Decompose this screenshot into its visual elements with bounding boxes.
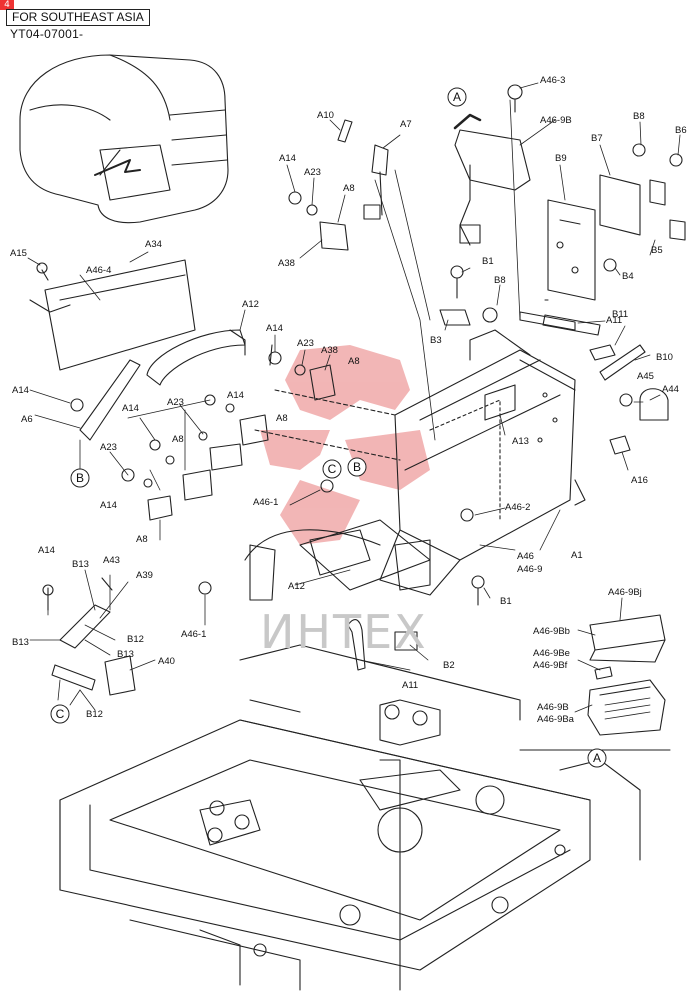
callout-a-top: A: [453, 90, 461, 104]
label-b10: B10: [656, 352, 673, 363]
upper-switch-parts: [288, 119, 389, 251]
label-a23-r2: A23: [167, 397, 184, 408]
label-a8-r2: A8: [276, 413, 288, 424]
label-b3: B3: [430, 335, 442, 346]
leader-lines: [27, 82, 681, 713]
label-a46-9b-top: A46-9B: [540, 115, 572, 126]
label-a7: A7: [400, 119, 412, 130]
cab-overview: [19, 54, 229, 224]
label-a46-4: A46-4: [86, 265, 111, 276]
top-bracket-parts: [439, 84, 686, 331]
watermark-text: ИНТЕХ: [260, 605, 428, 659]
label-a46-9bf: A46-9Bf: [533, 660, 568, 671]
serial-range: YT04-07001-: [10, 27, 84, 41]
label-b1-top: B1: [482, 256, 494, 267]
region-label: FOR SOUTHEAST ASIA: [6, 9, 150, 26]
label-a11-bottom: A11: [402, 680, 418, 691]
label-a14-top: A14: [279, 153, 296, 164]
label-a46-9bj: A46-9Bj: [608, 587, 642, 598]
label-a46-1-bottom: A46-1: [181, 629, 206, 640]
callout-a-detail: A: [593, 751, 601, 765]
label-a16: A16: [631, 475, 648, 486]
label-a8-r5: A8: [136, 534, 148, 545]
label-a39: A39: [136, 570, 153, 581]
label-a46-9bb: A46-9Bb: [533, 626, 570, 637]
label-b2: B2: [443, 660, 455, 671]
page-corner-mark: 4: [0, 0, 14, 10]
label-a23-mid: A23: [297, 338, 314, 349]
callout-circles: [50, 87, 607, 768]
label-a14-bl: A14: [38, 545, 55, 556]
label-a14-r5: A14: [100, 500, 117, 511]
label-a46-1-top: A46-1: [253, 497, 278, 508]
label-a14-mid: A14: [266, 323, 283, 334]
label-a46-2: A46-2: [505, 502, 530, 513]
label-a46-9be: A46-9Be: [533, 648, 570, 659]
label-a34: A34: [145, 239, 162, 250]
label-a46-9b-detail: A46-9B: [537, 702, 569, 713]
label-b8-mid: B8: [494, 275, 506, 286]
callout-b-left: B: [76, 471, 84, 485]
label-a8-mid: A8: [348, 356, 360, 367]
label-b7: B7: [591, 133, 603, 144]
main-bracket-a1: [244, 329, 586, 601]
label-b8-top: B8: [633, 111, 645, 122]
label-a10: A10: [317, 110, 334, 121]
label-b13-mid: B13: [117, 649, 134, 660]
label-b12-bottom: B12: [86, 709, 103, 720]
label-b13-left: B13: [12, 637, 29, 648]
label-b11: B11: [612, 309, 628, 320]
callout-b-mid: B: [353, 460, 361, 474]
label-b9: B9: [555, 153, 567, 164]
label-a23-r4: A23: [100, 442, 117, 453]
label-a23-top: A23: [304, 167, 321, 178]
part-labels: A46-3 A46-9B B8 B6 B7 B9 B5 B4 B8 B1 B3 …: [10, 75, 687, 725]
label-a14-r1: A14: [227, 390, 244, 401]
label-a1: A1: [571, 550, 583, 561]
label-a46: A46: [517, 551, 534, 562]
label-b6: B6: [675, 125, 687, 136]
label-a11-top: A11: [606, 315, 622, 326]
label-b1-bottom: B1: [500, 596, 512, 607]
label-a46-9: A46-9: [517, 564, 542, 575]
label-a40: A40: [158, 656, 175, 667]
label-b4: B4: [622, 271, 634, 282]
label-a8-top: A8: [343, 183, 355, 194]
label-a12-top: A12: [242, 299, 259, 310]
base-frame: [59, 644, 641, 991]
label-a45: A45: [637, 371, 654, 382]
label-a13: A13: [512, 436, 529, 447]
label-a6: A6: [21, 414, 33, 425]
label-a12-mid: A12: [288, 581, 305, 592]
label-a46-9ba: A46-9Ba: [537, 714, 575, 725]
label-a15: A15: [10, 248, 27, 259]
watermark-emblem: [260, 345, 430, 545]
left-side-parts: [29, 259, 401, 521]
callout-letters: A B C B C A: [56, 90, 601, 765]
callout-c-bottom: C: [56, 707, 65, 721]
label-a46-3: A46-3: [540, 75, 565, 86]
label-b5: B5: [651, 245, 663, 256]
label-a8-r3: A8: [172, 434, 184, 445]
label-a38-mid: A38: [321, 345, 338, 356]
label-a44: A44: [662, 384, 679, 395]
label-b13-top: B13: [72, 559, 89, 570]
label-a38-top: A38: [278, 258, 295, 269]
label-a43: A43: [103, 555, 120, 566]
right-side-parts: [320, 314, 669, 606]
label-b12-right: B12: [127, 634, 144, 645]
label-a14-left: A14: [12, 385, 29, 396]
label-a14-r3: A14: [122, 403, 139, 414]
callout-c-mid: C: [328, 462, 337, 476]
